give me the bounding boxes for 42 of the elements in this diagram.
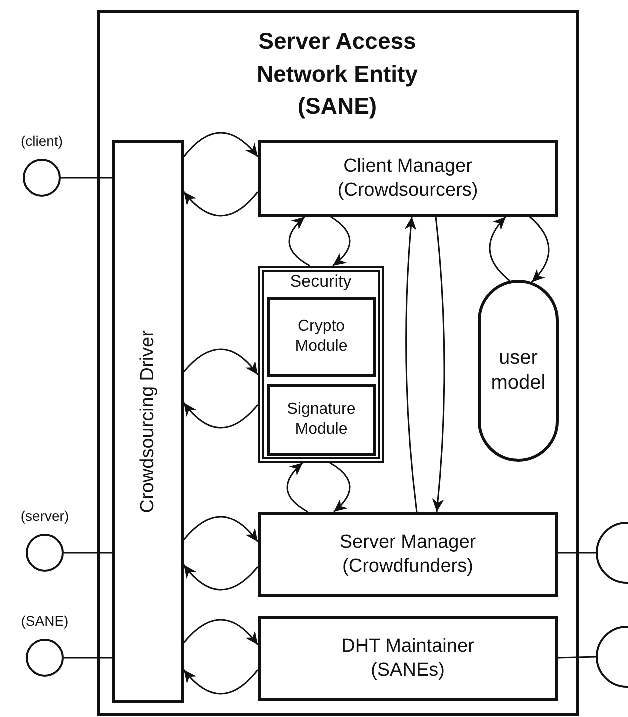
component-box — [267, 297, 376, 377]
box-heading: Server Access Network Entity (SANE) — [256, 27, 420, 122]
arrow — [529, 216, 550, 283]
connector-line — [64, 552, 112, 554]
arrow — [183, 192, 259, 217]
arrow — [183, 619, 259, 646]
entity-frame — [97, 10, 579, 716]
box-label: user model — [490, 346, 547, 396]
connector-line — [558, 656, 596, 659]
arrow — [489, 216, 510, 282]
arrow — [288, 216, 310, 267]
connector-line — [558, 552, 596, 554]
port-label: (SANE) — [21, 613, 69, 629]
connector-line — [61, 177, 112, 179]
box-label: Signature Module — [286, 400, 357, 440]
arrow — [183, 516, 259, 542]
model-capsule — [478, 280, 559, 462]
box-label: Crowdsourcing Driver — [136, 330, 160, 513]
component-box — [258, 616, 558, 701]
port-label: (client) — [21, 133, 63, 149]
arrow — [183, 348, 259, 376]
port-label: (server) — [20, 508, 70, 524]
box-heading: Security — [289, 272, 353, 292]
arrow — [404, 216, 418, 512]
box-label: Server Manager (Crowdfunders) — [338, 530, 478, 578]
box-label: DHT Maintainer (SANEs) — [340, 634, 476, 682]
component-box — [267, 384, 376, 456]
component-box — [258, 140, 558, 217]
component-box — [112, 140, 184, 703]
arrow — [286, 462, 308, 513]
box-label: Client Manager (Crowdsourcers) — [336, 154, 480, 202]
component-box — [258, 266, 384, 463]
arrow — [183, 132, 259, 158]
arrow — [183, 564, 259, 591]
connector-line — [64, 657, 112, 659]
arrow — [183, 670, 259, 695]
component-box — [258, 512, 558, 597]
arrow — [183, 402, 259, 429]
arrow — [330, 216, 351, 267]
arrow — [330, 462, 351, 513]
arrow — [432, 216, 446, 512]
box-label: Crypto Module — [294, 317, 349, 357]
